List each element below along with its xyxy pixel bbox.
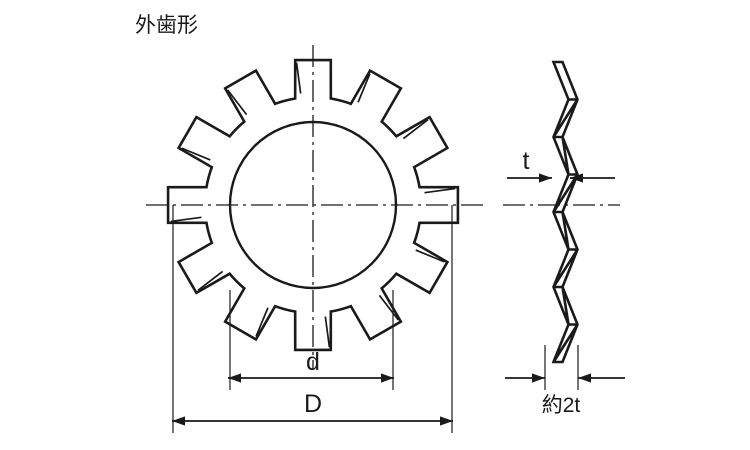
dimension-label-overall-thickness: 約2t xyxy=(542,394,581,417)
dimension-label-inner-diameter: d xyxy=(306,348,320,376)
dimension-arrowhead xyxy=(440,416,453,426)
washer-tooth-outline xyxy=(166,58,460,352)
dimension-arrowhead xyxy=(381,373,394,383)
dimension-material-thickness: t xyxy=(507,147,615,183)
dimensions-group: dDt 約2t xyxy=(172,147,625,426)
dimension-arrowhead xyxy=(578,373,591,383)
dimension-arrowhead xyxy=(172,416,185,426)
dimension-arrowhead xyxy=(228,373,241,383)
dimension-arrowhead xyxy=(570,173,583,183)
washer-side-profile xyxy=(551,60,579,364)
dimension-arrowhead xyxy=(532,373,545,383)
dimension-overall-thickness: 約2t xyxy=(505,373,625,417)
washer-tooth-twist-lines xyxy=(170,62,456,348)
side-view-group xyxy=(551,60,579,364)
dimension-outer-diameter: D xyxy=(172,390,453,426)
dimension-inner-diameter: d xyxy=(228,348,394,383)
dimension-label-material-thickness: t xyxy=(523,147,530,175)
extension-lines-group xyxy=(172,205,579,433)
dimension-arrowhead xyxy=(539,173,552,183)
drawing-title: 外歯形 xyxy=(135,14,198,37)
centerlines-group xyxy=(146,45,620,370)
dimension-label-outer-diameter: D xyxy=(304,390,322,418)
